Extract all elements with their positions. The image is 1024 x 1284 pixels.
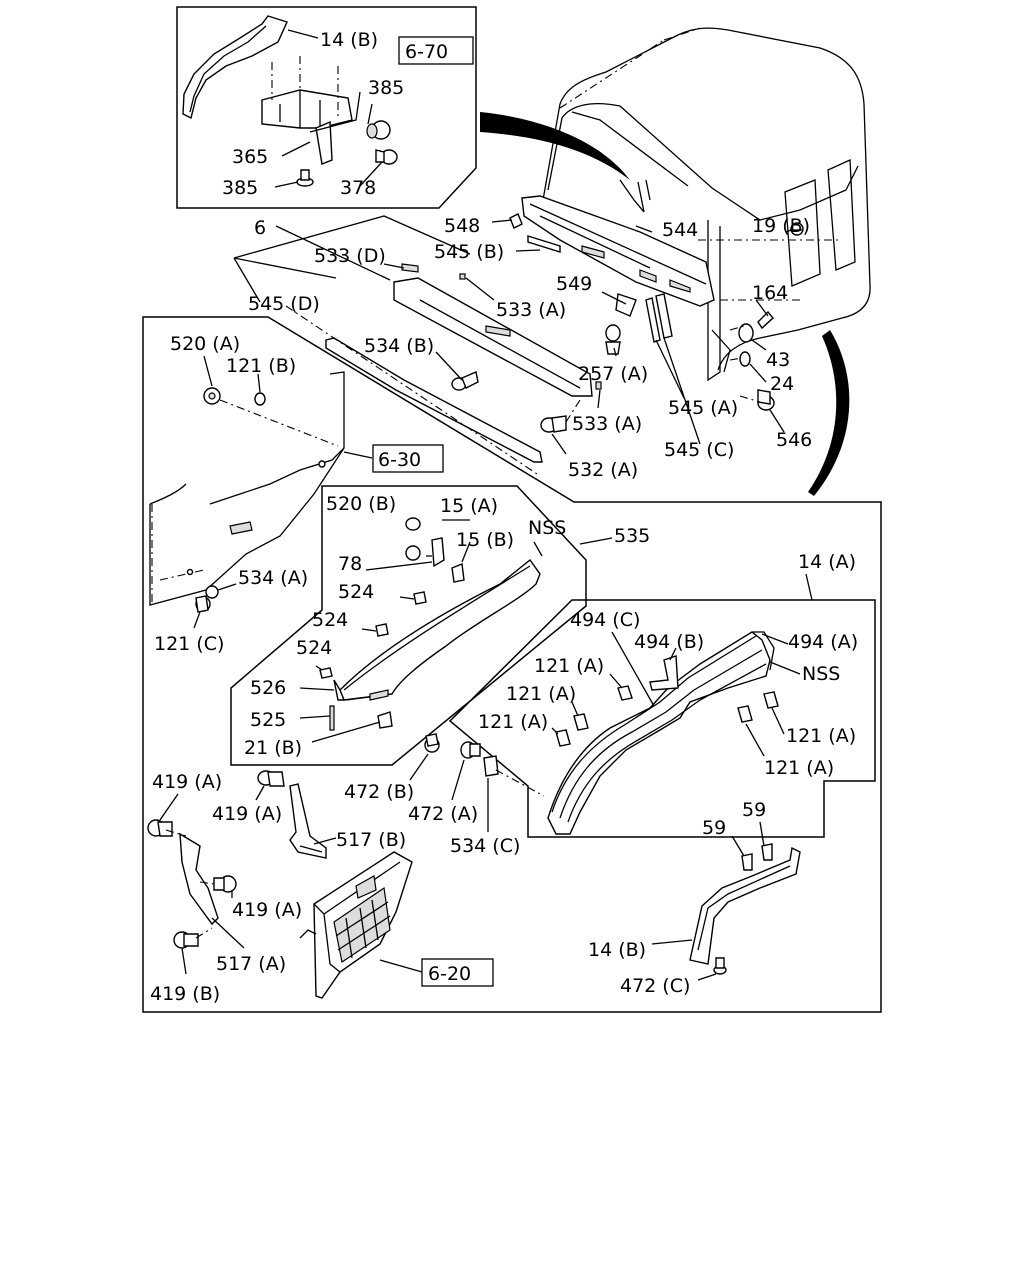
callout-59-b: 59 bbox=[742, 799, 766, 821]
callout-15A: 15 (A) bbox=[440, 495, 498, 517]
callout-532A: 532 (A) bbox=[568, 459, 638, 481]
callout-520A: 520 (A) bbox=[170, 333, 240, 355]
ref-box-6-20[interactable] bbox=[421, 958, 494, 987]
trim-535-group: 520 (B) 15 (A) NSS 535 15 (B) 78 524 524… bbox=[230, 485, 650, 766]
fasteners-472-group: 472 (B) 472 (A) 534 (C) bbox=[344, 733, 545, 857]
callout-494C: 494 (C) bbox=[570, 609, 640, 631]
callout-520B: 520 (B) bbox=[326, 493, 396, 515]
ref-label-6-70[interactable]: 6-70 bbox=[405, 41, 448, 63]
lower-frame bbox=[142, 316, 882, 1013]
callout-494A: 494 (A) bbox=[788, 631, 858, 653]
callout-517B: 517 (B) bbox=[336, 829, 406, 851]
callout-534C: 534 (C) bbox=[450, 835, 520, 857]
callout-15B: 15 (B) bbox=[456, 529, 514, 551]
inset-top-left: 14 (B) 6-70 385 365 385 378 bbox=[176, 6, 477, 209]
callout-121A-a: 121 (A) bbox=[534, 655, 604, 677]
callout-14A: 14 (A) bbox=[798, 551, 856, 573]
callout-21B: 21 (B) bbox=[244, 737, 302, 759]
trim-14B-bottom-group: 59 59 14 (B) 472 (C) bbox=[588, 799, 801, 997]
callout-19B: 19 (B) bbox=[752, 215, 810, 237]
callout-546: 546 bbox=[776, 429, 812, 451]
callout-385-a: 385 bbox=[368, 77, 404, 99]
callout-121B: 121 (B) bbox=[226, 355, 296, 377]
callout-121C: 121 (C) bbox=[154, 633, 224, 655]
arrow-to-cab-icon bbox=[480, 112, 630, 180]
ref-box-6-70[interactable] bbox=[398, 36, 474, 65]
callout-517A: 517 (A) bbox=[216, 953, 286, 975]
callout-533D: 533 (D) bbox=[314, 245, 386, 267]
callout-164: 164 bbox=[752, 282, 788, 304]
callout-535: 535 bbox=[614, 525, 650, 547]
ref-label-6-30[interactable]: 6-30 bbox=[378, 449, 421, 471]
callout-545B: 545 (B) bbox=[434, 241, 504, 263]
callout-544: 544 bbox=[662, 219, 698, 241]
cab-body bbox=[509, 27, 871, 411]
callout-419A-c: 419 (A) bbox=[232, 899, 302, 921]
panel-6-group: 6 533 (D) 548 545 (B) 544 19 (B) 545 (D)… bbox=[233, 215, 812, 481]
callout-549: 549 bbox=[556, 273, 592, 295]
step-assembly-group: 6-20 bbox=[299, 851, 494, 999]
callout-257A: 257 (A) bbox=[578, 363, 648, 385]
callout-121A-e: 121 (A) bbox=[764, 757, 834, 779]
left-fender-group: 520 (A) 121 (B) 6-30 534 (A) 121 (C) bbox=[149, 333, 444, 655]
callout-121A-c: 121 (A) bbox=[478, 711, 548, 733]
callout-524-b: 524 bbox=[312, 609, 348, 631]
callout-533A-b: 533 (A) bbox=[572, 413, 642, 435]
callout-525: 525 bbox=[250, 709, 286, 731]
callout-534B: 534 (B) bbox=[364, 335, 434, 357]
callout-419A-a: 419 (A) bbox=[152, 771, 222, 793]
callout-419B: 419 (B) bbox=[150, 983, 220, 1005]
arrow-to-inset-icon bbox=[808, 330, 850, 496]
callout-365: 365 bbox=[232, 146, 268, 168]
panel-14A-group: 14 (A) 494 (C) 494 (B) 494 (A) NSS 121 (… bbox=[448, 551, 876, 838]
step-brackets-group: 419 (A) 419 (A) 517 (B) 419 (A) 517 (A) … bbox=[147, 770, 406, 1005]
callout-548: 548 bbox=[444, 215, 480, 237]
callout-NSS-b: NSS bbox=[802, 663, 840, 685]
callout-524-c: 524 bbox=[296, 637, 332, 659]
callout-43: 43 bbox=[766, 349, 790, 371]
ref-box-6-30[interactable] bbox=[372, 444, 444, 473]
callout-121A-d: 121 (A) bbox=[786, 725, 856, 747]
callout-6: 6 bbox=[254, 217, 266, 239]
callout-14B-bottom: 14 (B) bbox=[588, 939, 646, 961]
callout-NSS-a: NSS bbox=[528, 517, 566, 539]
callout-526: 526 bbox=[250, 677, 286, 699]
callout-545D: 545 (D) bbox=[248, 293, 320, 315]
callout-472C: 472 (C) bbox=[620, 975, 690, 997]
callout-545A: 545 (A) bbox=[668, 397, 738, 419]
callout-472B: 472 (B) bbox=[344, 781, 414, 803]
callout-59-a: 59 bbox=[702, 817, 726, 839]
callout-24: 24 bbox=[770, 373, 794, 395]
callout-378: 378 bbox=[340, 177, 376, 199]
callout-533A-a: 533 (A) bbox=[496, 299, 566, 321]
callout-121A-b: 121 (A) bbox=[506, 683, 576, 705]
callout-534A: 534 (A) bbox=[238, 567, 308, 589]
callout-419A-b: 419 (A) bbox=[212, 803, 282, 825]
callout-494B: 494 (B) bbox=[634, 631, 704, 653]
callout-545C: 545 (C) bbox=[664, 439, 734, 461]
callout-78: 78 bbox=[338, 553, 362, 575]
callout-385-b: 385 bbox=[222, 177, 258, 199]
ref-label-6-20[interactable]: 6-20 bbox=[428, 963, 471, 985]
callout-524-a: 524 bbox=[338, 581, 374, 603]
callout-14B-top: 14 (B) bbox=[320, 29, 378, 51]
callout-472A: 472 (A) bbox=[408, 803, 478, 825]
